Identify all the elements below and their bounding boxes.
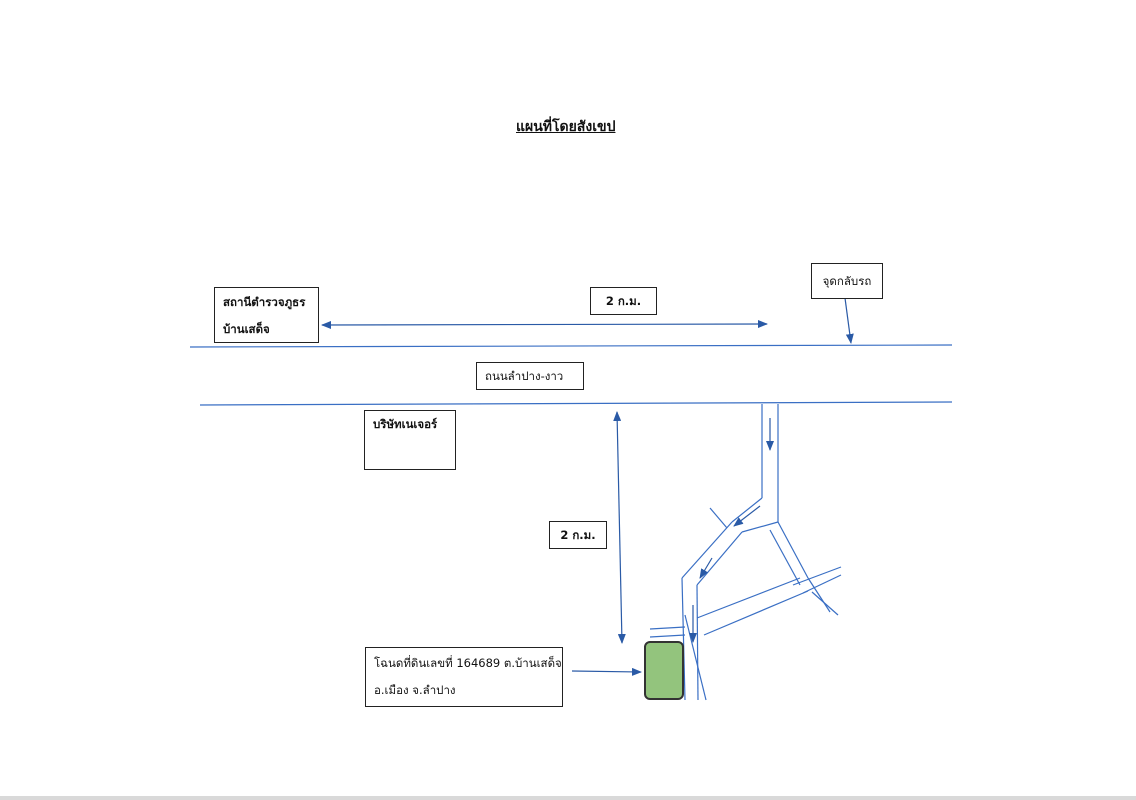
direction-arrow-2 [733, 505, 761, 527]
distance-label-side: 2 ก.ม. [549, 521, 607, 549]
parcel-line-1: โฉนดที่ดินเลขที่ 164689 ต.บ้านเสด็จ [374, 656, 562, 670]
side-road-network [649, 404, 842, 701]
turnaround-arrow [844, 297, 854, 344]
distance-arrow-vertical [613, 411, 626, 644]
company-label: บริษัทเนเจอร์ [364, 410, 456, 470]
police-station-label: สถานีตำรวจภูธร บ้านเสด็จ [214, 287, 319, 343]
direction-arrow-3 [699, 557, 713, 579]
parcel-pointer-arrow [571, 667, 642, 676]
police-station-line-1: สถานีตำรวจภูธร [223, 295, 306, 309]
distance-label-top: 2 ก.ม. [590, 287, 657, 315]
company-name: บริษัทเนเจอร์ [373, 417, 438, 431]
parcel-label: โฉนดที่ดินเลขที่ 164689 ต.บ้านเสด็จ อ.เม… [365, 647, 563, 707]
parcel-line-2: อ.เมือง จ.ลำปาง [374, 683, 456, 697]
page-edge [0, 796, 1136, 800]
road-name-label: ถนนลำปาง-งาว [476, 362, 584, 390]
turnaround-label: จุดกลับรถ [811, 263, 883, 299]
map-title: แผนที่โดยสังเขป [516, 119, 616, 135]
police-station-line-2: บ้านเสด็จ [223, 322, 270, 336]
main-road-top-edge [189, 344, 953, 348]
land-parcel [644, 641, 684, 700]
main-road-bottom-edge [199, 401, 953, 406]
distance-arrow-horizontal [321, 320, 768, 329]
